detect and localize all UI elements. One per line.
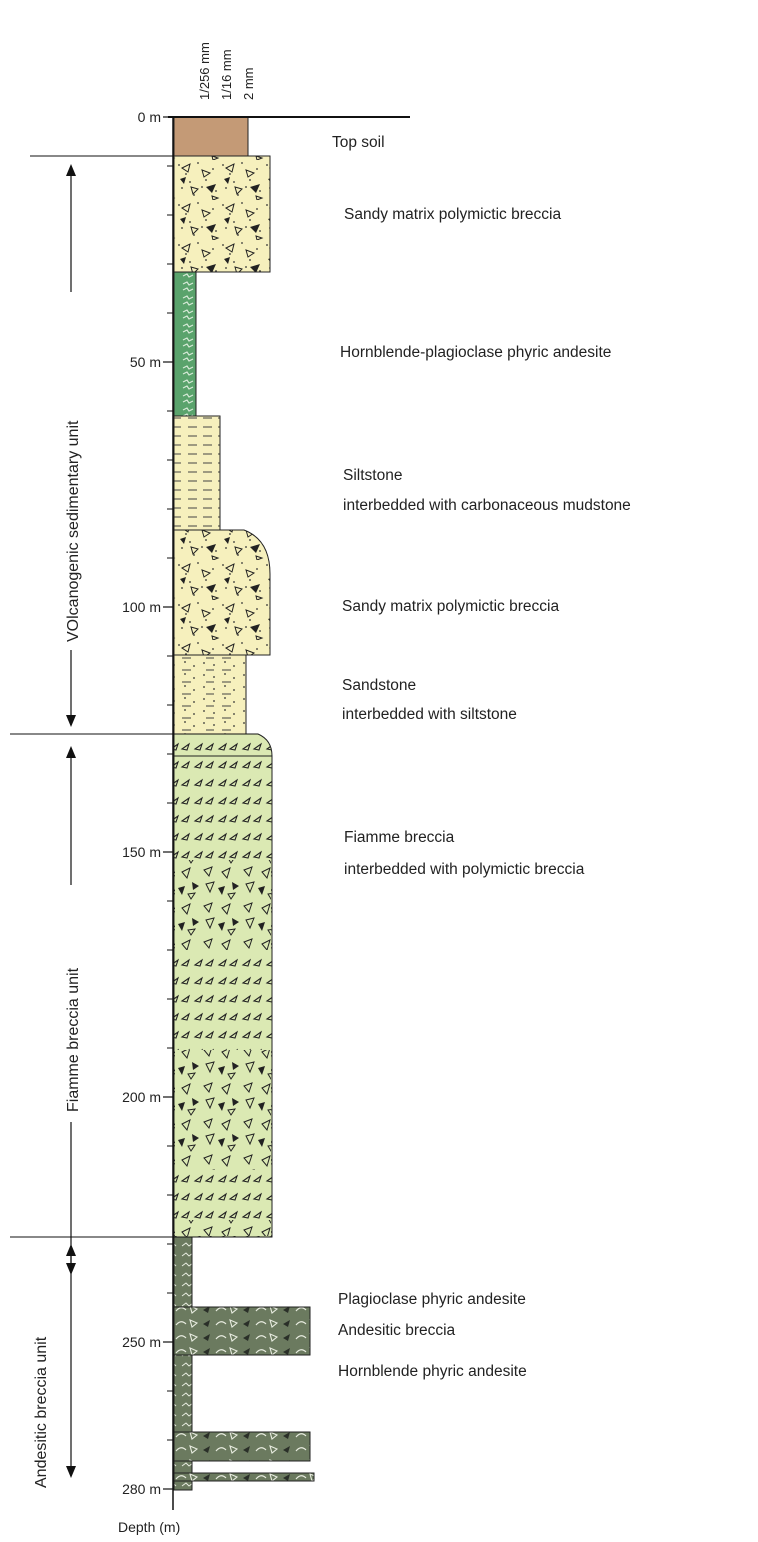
layer-top-soil <box>174 117 248 156</box>
depth-axis-label: Depth (m) <box>118 1519 180 1535</box>
depth-axis: 0 m 50 m 100 m 150 m 200 m 250 m 280 m Depth (… <box>118 109 180 1535</box>
lithology-labels: Top soil Sandy matrix polymictic breccia… <box>332 134 631 1380</box>
unit-volcanogenic: VOlcanogenic sedimentary unit <box>65 164 82 727</box>
grain-label-silt: 1/16 mm <box>219 49 234 100</box>
label-sandy-breccia-1: Sandy matrix polymictic breccia <box>344 206 561 223</box>
unit-label-andesitic: Andesitic breccia unit <box>33 1336 50 1488</box>
fiamme-polymictic-interbed-1 <box>175 860 271 950</box>
label-siltstone-line1: Siltstone <box>343 467 402 484</box>
unit-annotations: VOlcanogenic sedimentary unit Fiamme bre… <box>30 164 82 1488</box>
label-sandy-breccia-2: Sandy matrix polymictic breccia <box>342 598 559 615</box>
depth-tick-label: 50 m <box>130 354 161 370</box>
layer-sandy-breccia-2 <box>174 530 270 655</box>
layer-sandy-breccia-1 <box>174 156 270 272</box>
label-plagioclase-andesite: Plagioclase phyric andesite <box>338 1291 526 1308</box>
layer-andesitic-breccia-3 <box>174 1473 314 1481</box>
label-top-soil: Top soil <box>332 134 385 151</box>
layer-sandstone <box>174 655 246 734</box>
unit-andesitic: Andesitic breccia unit <box>30 1244 76 1488</box>
grain-label-sand: 2 mm <box>241 68 256 101</box>
fiamme-polymictic-interbed-3 <box>175 1220 271 1236</box>
unit-label-fiamme: Fiamme breccia unit <box>65 967 82 1112</box>
label-andesitic-breccia: Andesitic breccia <box>338 1322 456 1339</box>
layer-hornblende-andesite <box>174 1355 192 1432</box>
unit-label-volcanogenic: VOlcanogenic sedimentary unit <box>65 420 82 642</box>
layer-hornblende-plagioclase-andesite <box>174 272 196 416</box>
depth-tick-label: 150 m <box>122 844 161 860</box>
layer-plagioclase-andesite <box>174 1237 192 1307</box>
layer-andesitic-breccia-2 <box>174 1432 310 1461</box>
depth-tick-label: 280 m <box>122 1481 161 1497</box>
lithology-column <box>174 117 314 1490</box>
depth-tick-label: 250 m <box>122 1334 161 1350</box>
label-fiamme-line1: Fiamme breccia <box>344 829 455 846</box>
fiamme-polymictic-interbed-2 <box>175 1050 271 1170</box>
layer-andesitic-breccia-1 <box>174 1307 310 1355</box>
label-sandstone-line1: Sandstone <box>342 677 416 694</box>
major-ticks: 0 m 50 m 100 m 150 m 200 m 250 m 280 m <box>122 109 173 1497</box>
depth-tick-label: 200 m <box>122 1089 161 1105</box>
label-hornblende-plagioclase: Hornblende-plagioclase phyric andesite <box>340 344 611 361</box>
layer-siltstone <box>174 416 220 530</box>
grain-size-scale: 1/256 mm 1/16 mm 2 mm <box>197 42 256 100</box>
label-siltstone-line2: interbedded with carbonaceous mudstone <box>343 497 631 514</box>
minor-ticks <box>167 166 173 1489</box>
label-sandstone-line2: interbedded with siltstone <box>342 706 517 723</box>
grain-label-clay: 1/256 mm <box>197 42 212 100</box>
unit-fiamme: Fiamme breccia unit <box>65 746 82 1275</box>
layer-hornblende-andesite-2 <box>174 1461 192 1473</box>
label-hornblende-andesite: Hornblende phyric andesite <box>338 1363 527 1380</box>
label-fiamme-line2: interbedded with polymictic breccia <box>344 861 585 878</box>
layer-hornblende-andesite-3 <box>174 1481 192 1490</box>
depth-tick-label: 100 m <box>122 599 161 615</box>
depth-tick-label: 0 m <box>138 109 161 125</box>
